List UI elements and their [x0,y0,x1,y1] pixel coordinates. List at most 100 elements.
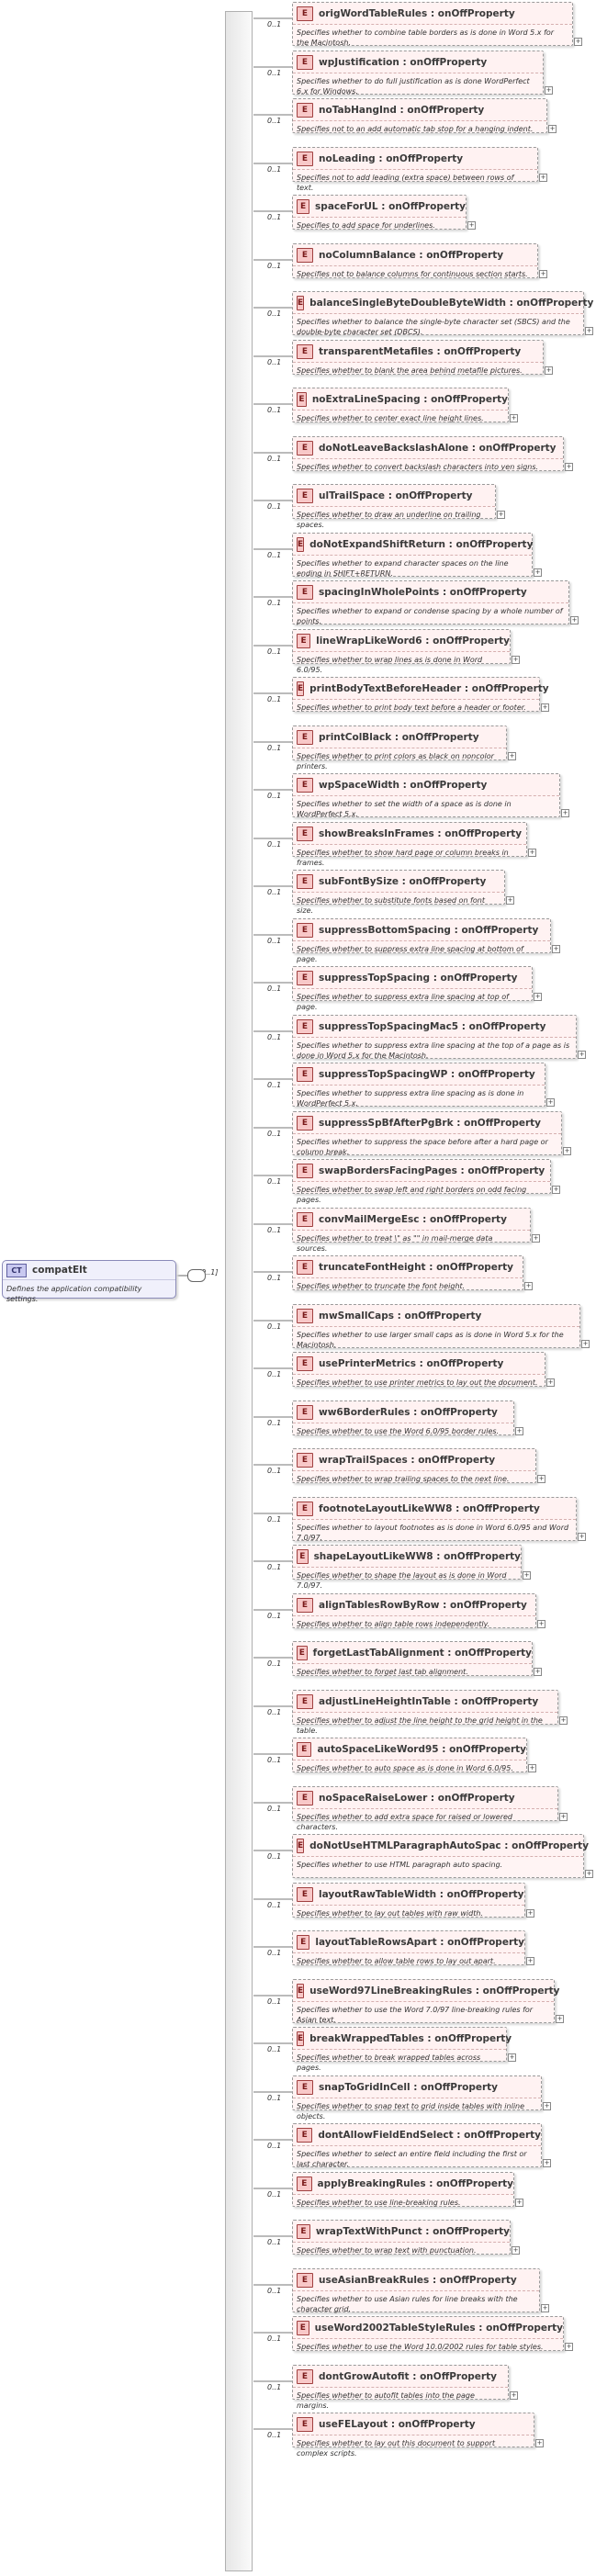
expand-icon[interactable]: + [497,511,505,519]
expand-icon[interactable]: + [546,1378,555,1387]
expand-icon[interactable]: + [546,1098,555,1107]
expand-icon[interactable]: + [585,327,593,335]
expand-icon[interactable]: + [528,849,536,857]
expand-icon[interactable]: + [541,2304,549,2312]
expand-icon[interactable]: + [541,703,549,712]
expand-icon[interactable]: + [526,1909,534,1918]
expand-icon[interactable]: + [534,1668,542,1676]
expand-icon[interactable]: + [467,221,476,230]
expand-icon[interactable]: + [523,1571,531,1580]
expand-icon[interactable]: + [559,1813,568,1821]
expand-icon[interactable]: + [534,993,542,1001]
expand-icon[interactable]: + [515,2199,523,2207]
expand-icon[interactable]: + [545,86,553,95]
sequence-compositor-icon[interactable] [187,1269,206,1282]
expand-icon[interactable]: + [532,1234,540,1243]
expand-icon[interactable]: + [581,1340,590,1348]
expand-icon[interactable]: + [563,1147,571,1155]
expand-icon[interactable]: + [524,1282,533,1290]
expand-icon[interactable]: + [543,2159,551,2167]
expand-icon[interactable]: + [578,1533,586,1541]
expand-icon[interactable]: + [537,1620,545,1628]
expand-icon[interactable]: + [539,270,547,278]
expand-icon[interactable]: + [578,1051,586,1059]
expand-icon[interactable]: + [510,2391,518,2400]
expand-icon[interactable]: + [539,174,547,182]
expand-icon[interactable]: + [561,809,569,817]
expand-icon[interactable]: + [537,1475,545,1483]
expand-icon[interactable]: + [535,2439,544,2447]
expand-icon[interactable]: + [526,1957,534,1965]
expand-icon[interactable]: + [534,568,542,577]
expand-icon[interactable]: + [570,616,579,624]
expand-icon[interactable]: + [545,366,553,375]
expand-icon[interactable]: + [559,1716,568,1725]
expand-icon[interactable]: + [565,463,573,471]
expand-icon[interactable]: + [548,125,557,133]
expand-icon[interactable]: + [528,1764,536,1772]
expand-icon[interactable]: + [512,656,520,664]
expand-icon[interactable]: + [552,945,560,953]
expand-icon[interactable]: + [556,2015,564,2023]
expand-icon[interactable]: + [574,38,582,46]
expand-icon[interactable]: + [512,2246,520,2255]
complex-type-compatElt[interactable]: CT compatElt Defines the application com… [2,1260,176,1303]
expand-icon[interactable]: + [510,414,518,422]
expand-icon[interactable]: + [508,2053,516,2062]
expand-icon[interactable]: + [543,2102,551,2110]
expand-icon[interactable]: + [515,1427,523,1435]
expand-icon[interactable]: + [565,2343,573,2351]
expand-icon[interactable]: + [506,896,514,905]
